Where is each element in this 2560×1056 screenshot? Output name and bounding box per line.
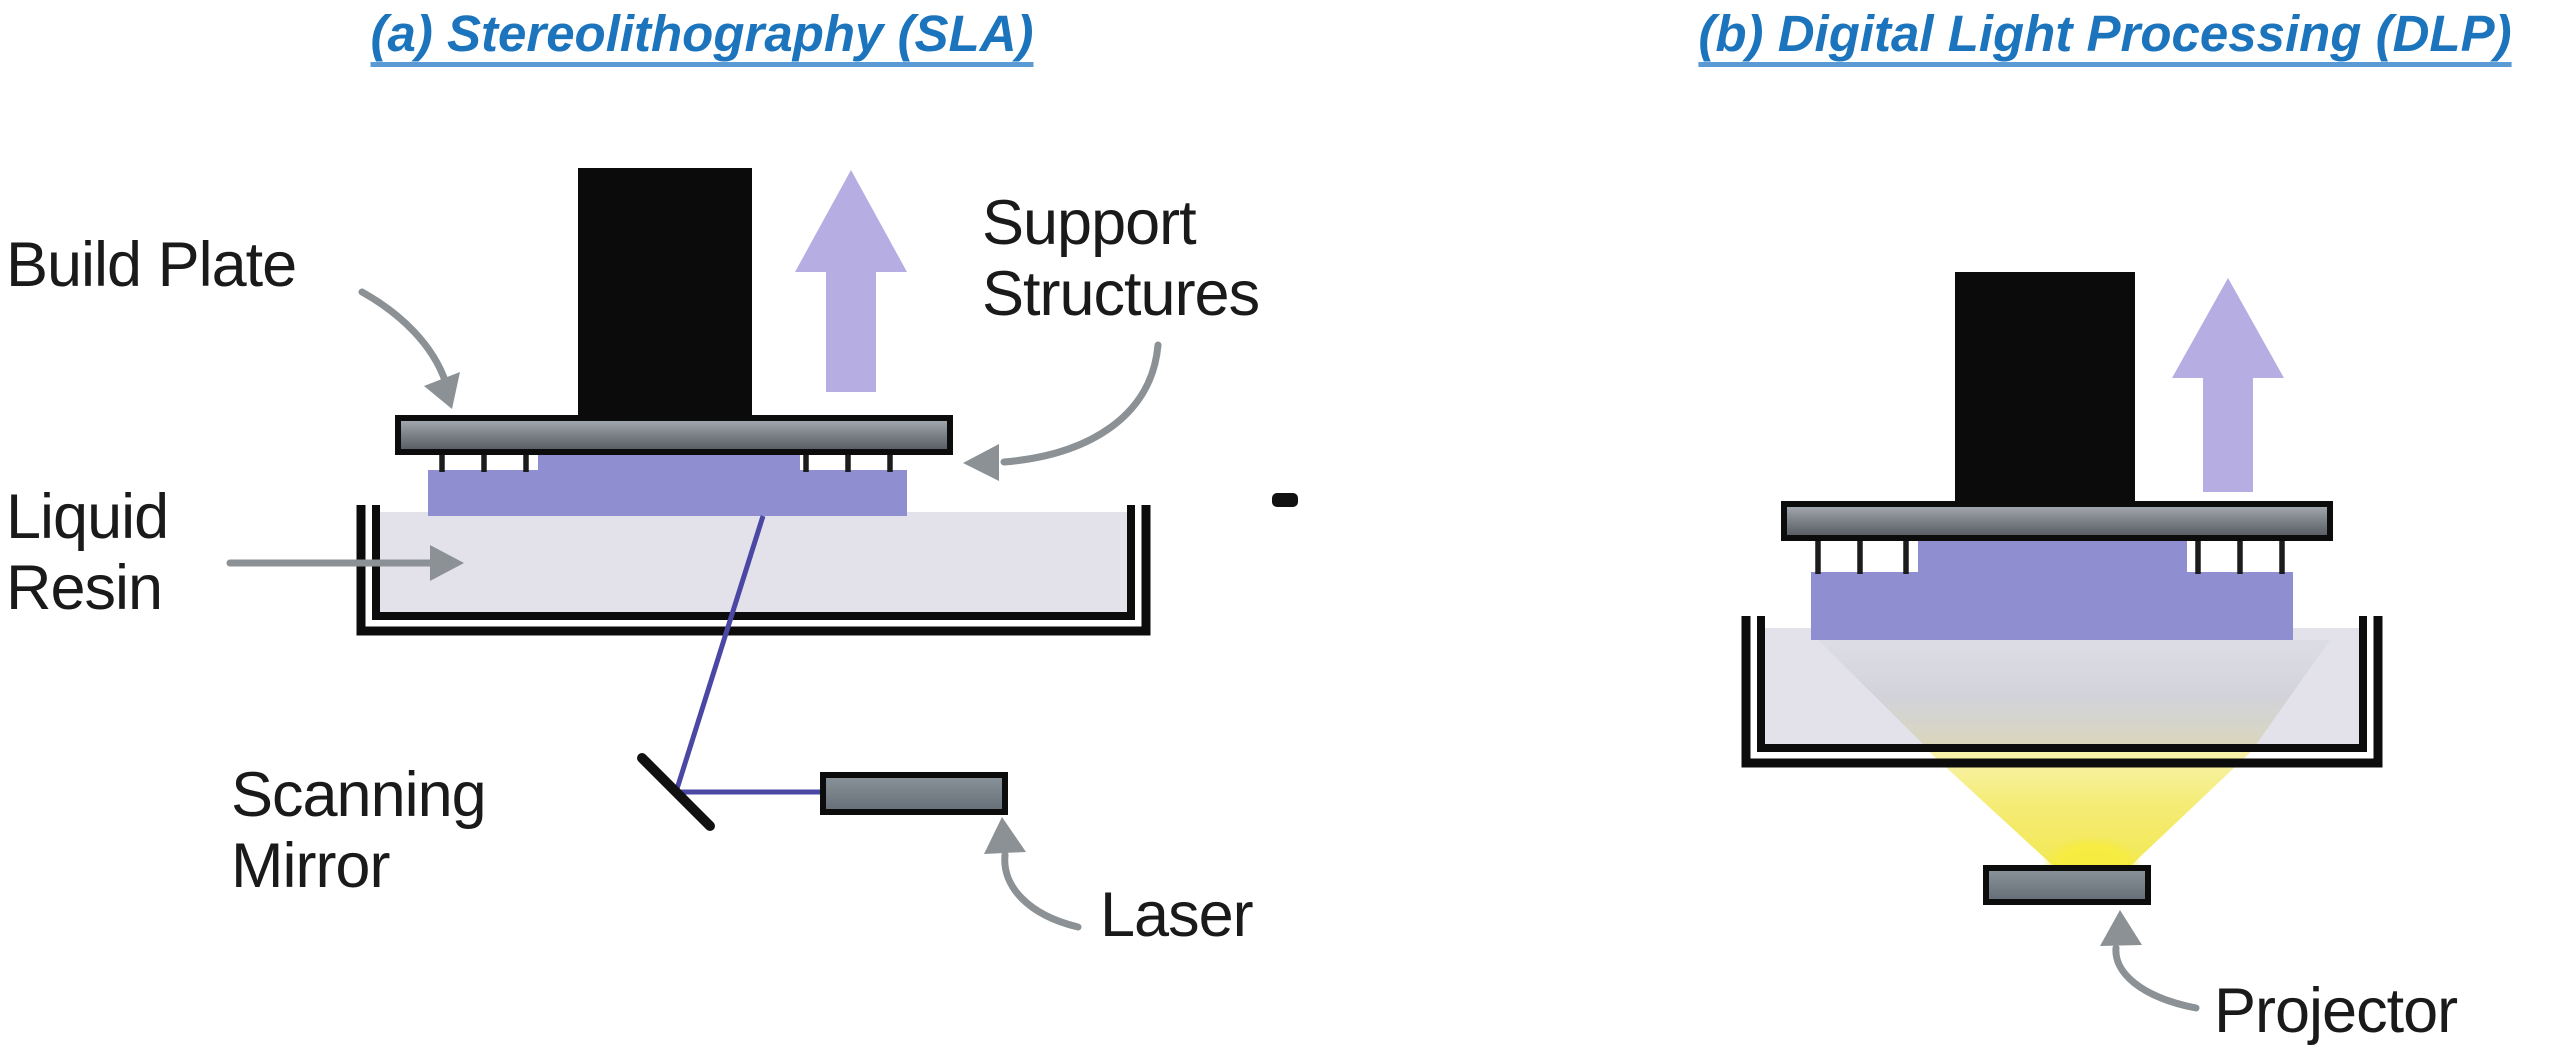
build-plate-label: Build Plate — [6, 230, 297, 300]
dlp-resin-tank — [1741, 616, 2383, 768]
laser-label: Laser — [1100, 880, 1254, 950]
dlp-cured-layer-upper — [1918, 540, 2187, 574]
dlp-cured-layer-slab — [1811, 572, 2293, 640]
dlp-projector-box — [1983, 865, 2151, 905]
support-structures-label-line1: Support — [982, 188, 1197, 258]
projector-light-cone-icon — [1925, 748, 2255, 874]
scanning-mirror-label: Scanning Mirror — [231, 760, 487, 902]
support-structures-arrow-icon — [1000, 341, 1162, 466]
support-structures-label: Support Structures — [982, 188, 1260, 330]
sla-up-arrow-icon — [795, 170, 907, 392]
sla-laser-box — [820, 772, 1008, 815]
dlp-printed-part — [1955, 272, 2135, 504]
build-plate-arrow-icon — [358, 288, 452, 394]
sla-annotation-arrows — [226, 288, 1162, 931]
dlp-title: (b) Digital Light Processing (DLP) — [1698, 5, 2512, 62]
sla-scanning-mirror-icon — [637, 753, 715, 831]
projector-label: Projector — [2214, 976, 2458, 1046]
dlp-panel — [1741, 272, 2383, 1012]
dlp-light-in-resin-icon — [1818, 640, 2330, 746]
dlp-build-plate — [1781, 501, 2333, 541]
sla-cured-layer-slab — [428, 470, 907, 516]
sla-liquid-resin — [380, 512, 1127, 614]
liquid-resin-label: Liquid Resin — [6, 482, 169, 624]
liquid-resin-label-line2: Resin — [6, 553, 163, 624]
dlp-up-arrow-icon — [2172, 278, 2284, 492]
sla-title: (a) Stereolithography (SLA) — [370, 5, 1034, 62]
sla-panel — [226, 168, 1298, 931]
laser-arrow-icon — [1001, 851, 1082, 931]
scanning-mirror-label-line1: Scanning — [231, 760, 487, 830]
sla-printed-part — [578, 168, 752, 420]
liquid-resin-label-line1: Liquid — [6, 482, 169, 552]
projector-arrow-icon — [2112, 944, 2200, 1012]
stray-dash-mark — [1272, 493, 1298, 507]
scanning-mirror-label-line2: Mirror — [231, 831, 390, 902]
projector-arrowhead — [2100, 910, 2142, 946]
sla-build-plate — [395, 415, 953, 455]
sla-laser-beam — [673, 515, 826, 795]
support-structures-label-line2: Structures — [982, 259, 1260, 330]
sla-annotation-arrowheads — [424, 372, 1026, 854]
dlp-support-pins — [1815, 538, 2285, 574]
